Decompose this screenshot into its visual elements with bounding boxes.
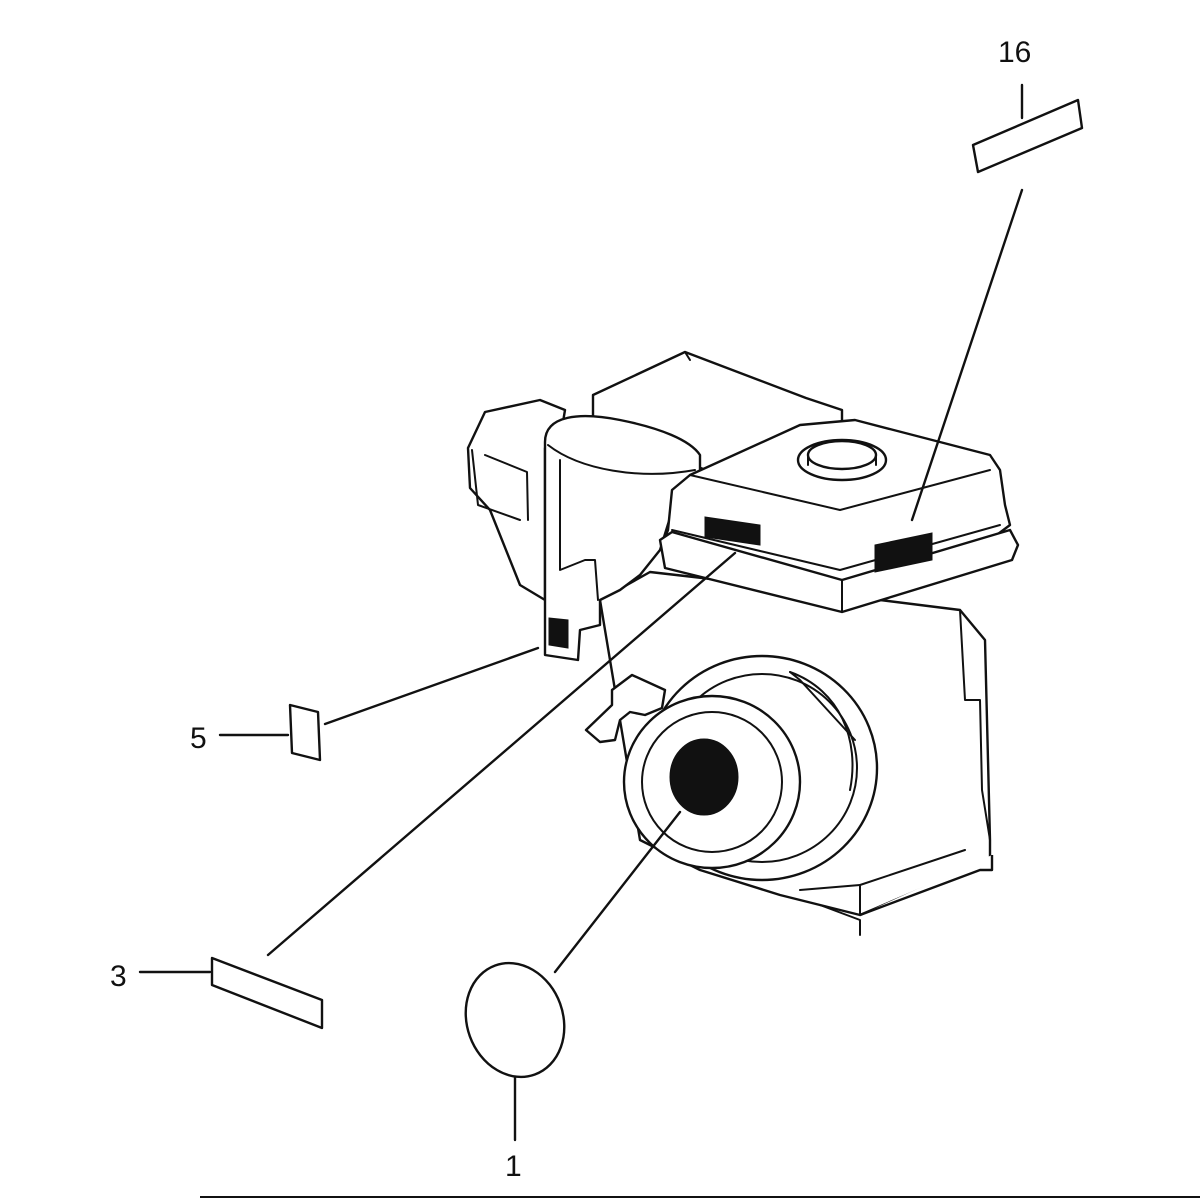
leader-5 bbox=[323, 646, 540, 726]
decal-part-1 bbox=[464, 961, 566, 1079]
leader-3 bbox=[266, 551, 737, 957]
decal-part-16 bbox=[971, 98, 1084, 174]
leader-1 bbox=[553, 810, 682, 974]
decal-5-on-housing bbox=[548, 617, 569, 649]
callout-labels: 16 5 3 1 bbox=[110, 36, 1031, 1183]
callout-label-16: 16 bbox=[998, 36, 1031, 69]
engine-decal-marks bbox=[548, 516, 933, 649]
decal-16-on-tank bbox=[874, 532, 933, 573]
leader-16 bbox=[910, 188, 1024, 522]
leader-lines bbox=[138, 83, 1024, 1142]
loose-parts bbox=[210, 98, 1084, 1079]
callout-label-3: 3 bbox=[110, 960, 127, 993]
callout-label-5: 5 bbox=[190, 722, 207, 755]
callout-label-1: 1 bbox=[505, 1150, 522, 1183]
decal-part-3 bbox=[210, 956, 324, 1030]
decal-part-5 bbox=[288, 703, 322, 762]
decal-3-on-tank bbox=[704, 516, 761, 546]
